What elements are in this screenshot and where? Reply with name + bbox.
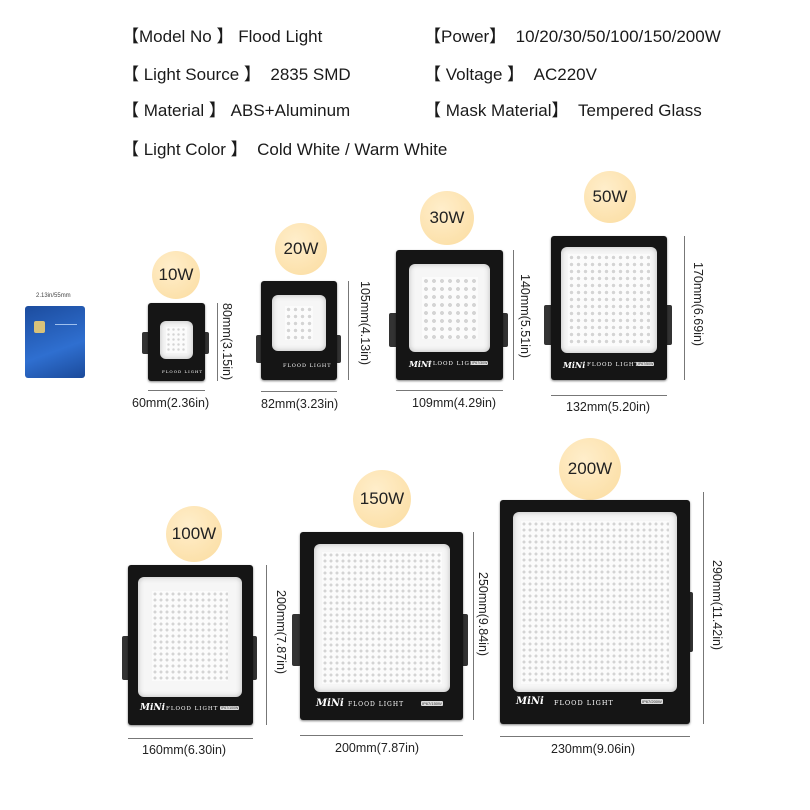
- spec-mask: 【 Mask Material】 Tempered Glass: [424, 96, 702, 121]
- bracket-100w: [122, 636, 131, 680]
- height-20w: 105mm(4.13in): [358, 281, 372, 366]
- bracket-10w: [142, 332, 150, 354]
- spec-material-value: ABS+Aluminum: [230, 101, 351, 120]
- width-150w: 200mm(7.87in): [335, 741, 420, 755]
- led-grid-200w: [521, 521, 669, 684]
- brand-text-50w: FLOOD LIGHT: [587, 362, 640, 368]
- brand-text-200w: FLOOD LIGHT: [554, 699, 614, 707]
- brand-text-10w: FLOOD LIGHT: [162, 369, 204, 374]
- ip-label-50w: IP67/50W: [637, 362, 655, 366]
- badge-150w: 150W: [353, 470, 411, 528]
- bracket-10w-right: [201, 332, 209, 354]
- badge-20w: 20W: [275, 223, 327, 275]
- spec-source-value: 2835 SMD: [270, 65, 351, 84]
- led-grid-100w: [152, 591, 228, 681]
- width-200w: 230mm(9.06in): [551, 742, 636, 756]
- bracket-50w-right: [663, 305, 672, 345]
- bracket-20w: [256, 335, 264, 363]
- flood-light-100w: MiNi FLOOD LIGHT IP67/100W: [128, 565, 253, 725]
- ip-label-150w: IP67/150W: [421, 701, 443, 706]
- led-grid-150w: [322, 552, 442, 684]
- height-10w: 80mm(3.15in): [220, 303, 234, 381]
- spec-power-label: 【Power】: [424, 27, 507, 46]
- width-100w: 160mm(6.30in): [142, 743, 227, 757]
- spec-color-label: 【 Light Color 】: [122, 140, 248, 159]
- bracket-150w: [292, 614, 301, 666]
- card-stripe: [55, 324, 77, 325]
- spec-power-value: 10/20/30/50/100/150/200W: [515, 27, 721, 46]
- ip-label-100w: IP67/100W: [220, 706, 240, 710]
- brand-text-20w: FLOOD LIGHT: [283, 363, 332, 369]
- height-50w: 170mm(6.69in): [691, 262, 705, 347]
- width-30w: 109mm(4.29in): [412, 396, 497, 410]
- spec-voltage-value: AC220V: [533, 65, 597, 84]
- flood-light-200w: MiNi FLOOD LIGHT IP67/200W: [500, 500, 690, 724]
- brand-text-100w: FLOOD LIGHT: [166, 706, 219, 712]
- flood-light-50w: MiNi FLOOD LIGHT IP67/50W: [551, 236, 667, 380]
- spec-voltage: 【 Voltage 】 AC220V: [424, 60, 597, 85]
- logo-50w: MiNi: [563, 360, 586, 370]
- spec-voltage-label: 【 Voltage 】: [424, 65, 525, 84]
- spec-mask-value: Tempered Glass: [577, 101, 702, 120]
- width-20w: 82mm(3.23in): [261, 397, 339, 411]
- width-50w: 132mm(5.20in): [566, 400, 651, 414]
- spec-source-label: 【 Light Source 】: [122, 65, 261, 84]
- logo-100w: MiNi: [140, 703, 166, 713]
- badge-50w: 50W: [584, 171, 636, 223]
- spec-model-label: 【Model No 】: [122, 27, 234, 46]
- bracket-30w: [389, 313, 398, 347]
- height-100w: 200mm(7.87in): [274, 590, 288, 675]
- spec-model: 【Model No 】 Flood Light: [122, 22, 322, 47]
- spec-color: 【 Light Color 】 Cold White / Warm White: [122, 135, 447, 160]
- badge-100w: 100W: [166, 506, 222, 562]
- badge-200w: 200W: [559, 438, 621, 500]
- spec-mask-label: 【 Mask Material】: [424, 101, 569, 120]
- height-150w: 250mm(9.84in): [476, 572, 490, 657]
- flood-light-10w: FLOOD LIGHT: [148, 303, 205, 381]
- ip-label-200w: IP67/200W: [641, 699, 663, 704]
- height-200w: 290mm(11.42in): [710, 560, 724, 651]
- card-chip-icon: [34, 321, 45, 333]
- logo-200w: MiNi: [516, 696, 544, 707]
- ip-label-30w: IP67/30W: [471, 361, 489, 365]
- logo-30w: MiNi: [409, 359, 432, 369]
- brand-text-30w: FLOOD LIGHT: [428, 361, 481, 367]
- height-30w: 140mm(5.51in): [518, 274, 532, 359]
- width-10w: 60mm(2.36in): [132, 396, 210, 410]
- led-grid-50w: [568, 254, 650, 346]
- flood-light-30w: MiNi FLOOD LIGHT IP67/30W: [396, 250, 503, 380]
- credit-card-image: [25, 306, 85, 378]
- led-grid-10w: [166, 327, 187, 353]
- spec-material: 【 Material 】 ABS+Aluminum: [122, 96, 350, 121]
- badge-30w: 30W: [420, 191, 474, 245]
- bracket-30w-right: [499, 313, 508, 347]
- led-grid-30w: [422, 277, 478, 339]
- flood-light-150w: MiNi FLOOD LIGHT IP67/150W: [300, 532, 463, 720]
- spec-color-value: Cold White / Warm White: [257, 140, 448, 159]
- spec-material-label: 【 Material 】: [122, 101, 226, 120]
- spec-power: 【Power】 10/20/30/50/100/150/200W: [424, 22, 721, 47]
- spec-source: 【 Light Source 】 2835 SMD: [122, 60, 351, 85]
- logo-150w: MiNi: [316, 698, 344, 709]
- bracket-150w-right: [459, 614, 468, 666]
- bracket-50w: [544, 305, 553, 345]
- spec-model-value: Flood Light: [238, 27, 323, 46]
- flood-light-20w: FLOOD LIGHT: [261, 281, 337, 380]
- badge-10w: 10W: [152, 251, 200, 299]
- brand-text-150w: FLOOD LIGHT: [348, 701, 405, 708]
- led-grid-20w: [285, 306, 313, 340]
- card-width-label: 2.13in/55mm: [36, 293, 71, 299]
- bracket-20w-right: [333, 335, 341, 363]
